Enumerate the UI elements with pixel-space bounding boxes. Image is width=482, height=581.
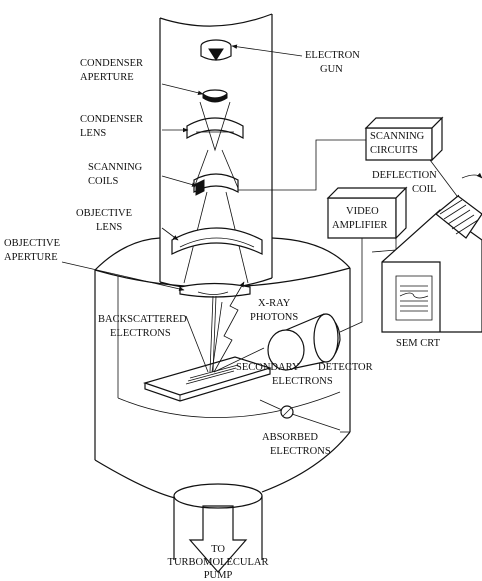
- label-turbomolecular-pump: TO TURBOMOLECULAR PUMP: [168, 544, 269, 581]
- label-text: CONDENSER: [80, 114, 143, 125]
- label-text: TO: [211, 544, 225, 555]
- label-text: PUMP: [204, 570, 233, 581]
- label-text: ELECTRONS: [110, 328, 171, 339]
- label-objective-aperture: OBJECTIVE APERTURE: [4, 238, 60, 263]
- scanning-coils: [194, 150, 238, 195]
- label-objective-lens: OBJECTIVE LENS: [76, 208, 132, 233]
- label-text: GUN: [320, 64, 343, 75]
- label-text: ELECTRONS: [272, 376, 333, 387]
- label-xray-photons: X-RAY PHOTONS: [250, 298, 298, 323]
- label-text: BACKSCATTERED: [98, 314, 187, 325]
- label-text: LENS: [80, 128, 106, 139]
- label-electron-gun: ELECTRON GUN: [305, 50, 360, 75]
- label-text: ABSORBED: [262, 432, 318, 443]
- label-text: ELECTRONS: [270, 446, 331, 457]
- label-text: SCANNING: [370, 131, 425, 142]
- label-text: TURBOMOLECULAR: [168, 557, 269, 568]
- label-text: AMPLIFIER: [332, 220, 387, 231]
- label-text: CONDENSER: [80, 58, 143, 69]
- label-text: SCANNING: [88, 162, 143, 173]
- label-text: APERTURE: [80, 72, 134, 83]
- label-text: ELECTRON: [305, 50, 360, 61]
- label-text: COIL: [412, 184, 437, 195]
- label-backscattered-electrons: BACKSCATTERED ELECTRONS: [98, 314, 187, 339]
- label-text: SECONDARY: [236, 362, 300, 373]
- label-text: OBJECTIVE: [4, 238, 60, 249]
- label-scanning-coils: SCANNING COILS: [88, 162, 143, 187]
- label-detector: DETECTOR: [318, 362, 373, 373]
- label-condenser-lens: CONDENSER LENS: [80, 114, 143, 139]
- label-text: PHOTONS: [250, 312, 298, 323]
- label-text: APERTURE: [4, 252, 58, 263]
- label-text: SEM CRT: [396, 338, 441, 349]
- electron-gun: [201, 40, 231, 60]
- label-text: VIDEO: [346, 206, 379, 217]
- condenser-lens: [187, 102, 243, 150]
- label-condenser-aperture: CONDENSER APERTURE: [80, 58, 143, 83]
- label-text: LENS: [96, 222, 122, 233]
- label-text: CIRCUITS: [370, 145, 418, 156]
- label-text: DETECTOR: [318, 362, 373, 373]
- label-text: DEFLECTION: [372, 170, 437, 181]
- label-text: OBJECTIVE: [76, 208, 132, 219]
- condenser-aperture: [203, 90, 227, 102]
- label-text: COILS: [88, 176, 118, 187]
- label-absorbed-electrons: ABSORBED ELECTRONS: [262, 432, 331, 457]
- absorbed-current-meter: [260, 400, 340, 430]
- label-sem-crt: SEM CRT: [396, 338, 441, 349]
- label-text: X-RAY: [258, 298, 291, 309]
- objective-lens: [172, 228, 262, 254]
